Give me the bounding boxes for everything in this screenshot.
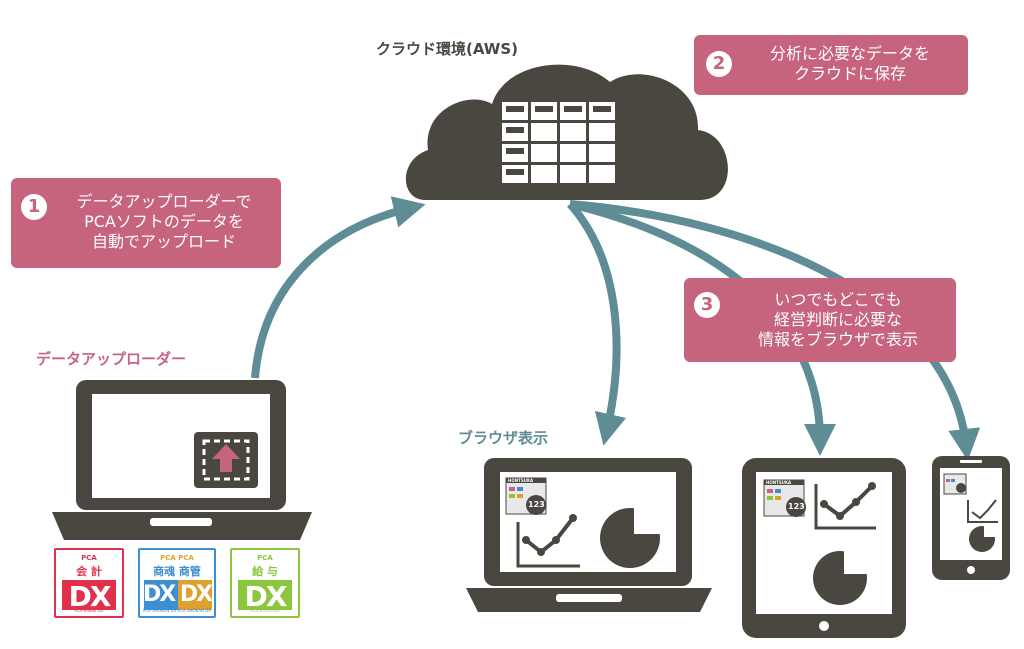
logo-product-name: 商魂 商管 (153, 565, 201, 578)
logo-product-name: 会 計 (76, 565, 102, 578)
product-logo-shokon-shokan: PCA PCA 商魂 商管 DX DX PCA SHOKON DX PCA SH… (138, 548, 216, 618)
uploader-laptop-icon (52, 380, 312, 540)
pie-chart-icon (813, 549, 869, 605)
callout-text: いつでもどこでも 経営判断に必要な 情報をブラウザで表示 (757, 290, 918, 349)
callout-text: データアップローダーで PCAソフトのデータを 自動でアップロード (76, 192, 252, 251)
logo-product-name: 給 与 (252, 565, 278, 578)
uploader-label: データアップローダー (36, 350, 187, 368)
callout-text: 分析に必要なデータを クラウドに保存 (769, 44, 930, 83)
line-chart-icon (967, 499, 998, 523)
product-logo-kaikei: PCA 会 計 DX PCA KAIKEI DX (54, 548, 124, 618)
callout-step-2: 2 分析に必要なデータを クラウドに保存 (694, 35, 968, 95)
pie-chart-icon (969, 526, 995, 552)
upload-arrow (251, 196, 426, 379)
logo-dx-text: DX (68, 580, 112, 613)
logo-pca-text: PCA (81, 554, 97, 562)
line-chart-icon (814, 482, 876, 530)
dashboard-badge-icon (505, 477, 547, 515)
tablet-icon (742, 458, 906, 638)
logo-sub-text: PCA KAIKEI DX (74, 608, 104, 613)
dashboard-brand: HONTSUKA (508, 478, 534, 483)
dashboard-badge-icon (763, 479, 806, 517)
step-number-badge: 2 (706, 51, 732, 77)
callout-step-3: 3 いつでもどこでも 経営判断に必要な 情報をブラウザで表示 (684, 278, 956, 362)
logo-dx-text: DX (244, 580, 288, 613)
step-number-badge: 1 (21, 194, 47, 220)
callout-step-1: 1 データアップローダーで PCAソフトのデータを 自動でアップロード (11, 178, 281, 268)
logo-sub-text: PCA SHOKON DX PCA SHOKAN DX (142, 608, 212, 613)
step-number-badge: 3 (694, 292, 720, 318)
logo-dx-text: DX DX (142, 582, 213, 607)
dashboard-number: 123 (528, 500, 545, 509)
logo-pca-text: PCA PCA (160, 554, 194, 562)
pie-chart-icon (600, 506, 662, 568)
logo-sub-text: PCA KYUYO DX (250, 608, 280, 613)
line-chart-icon (516, 514, 580, 568)
logo-pca-text: PCA (257, 554, 273, 562)
cloud-icon (405, 64, 728, 200)
database-table-icon (500, 100, 616, 186)
browser-label: ブラウザ表示 (458, 429, 549, 447)
smartphone-icon (932, 456, 1010, 580)
dashboard-number: 123 (788, 502, 805, 511)
cloud-label: クラウド環境(AWS) (376, 40, 518, 58)
dashboard-brand: HONTSUKA (766, 480, 792, 485)
upload-icon (194, 432, 258, 488)
browser-laptop-icon (466, 458, 712, 612)
product-logo-kyuyo: PCA 給 与 DX PCA KYUYO DX (230, 548, 300, 618)
dashboard-badge-icon (943, 473, 967, 495)
